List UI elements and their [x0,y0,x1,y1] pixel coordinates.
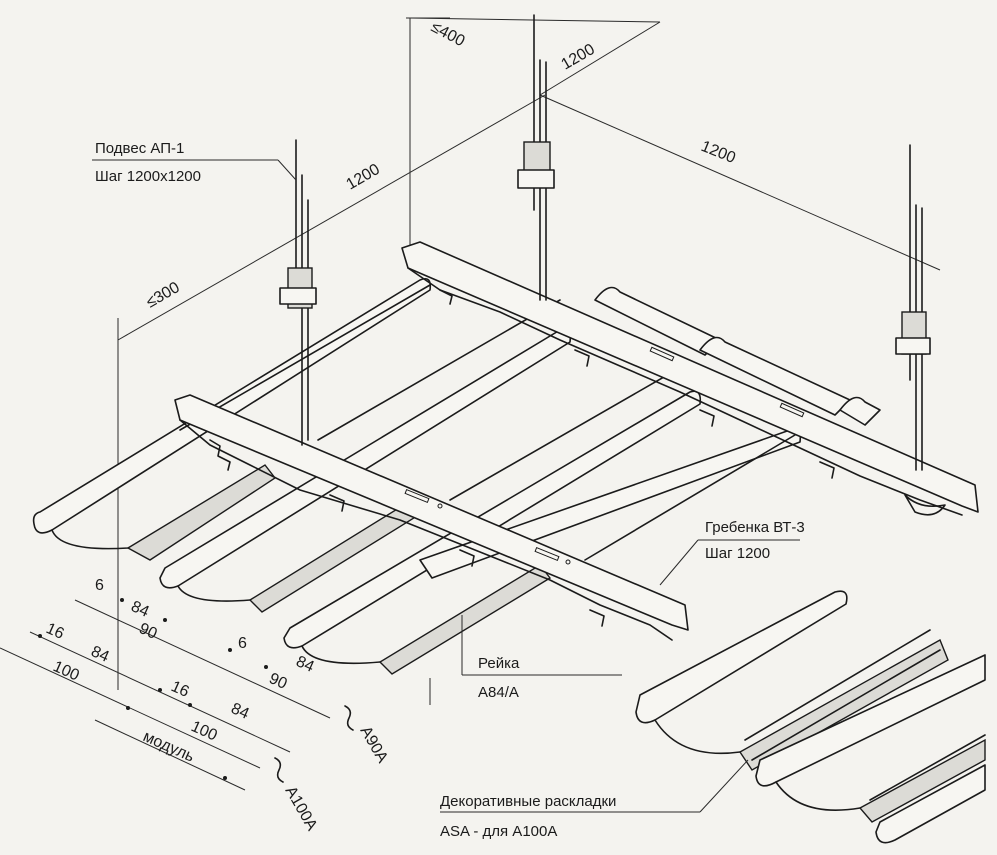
rail-name-label: Рейка [478,655,520,672]
bottom-dimension-lines [0,598,431,791]
hanger-name-label: Подвес АП-1 [95,140,184,157]
dim-a100-gap-2: 16 [168,678,191,701]
hanger-step-label: Шаг 1200х1200 [95,168,201,185]
decor-name-label: Декоративные раскладки [440,793,616,810]
dim-a100-module-1: 100 [50,658,81,684]
dim-a100-module-2: 100 [188,718,219,744]
dim-span-left: 1200 [344,161,383,194]
dim-a100-width-1: 84 [88,643,111,666]
dim-a90-gap-1: 6 [95,577,104,594]
comb-name-label: Гребенка ВТ-3 [705,519,805,536]
dim-a100-group: А100А [282,784,321,834]
hangers [279,14,931,471]
dim-a90-group: А90А [357,724,391,767]
dim-span-top: 1200 [559,41,598,74]
dim-a90-module-2: 90 [266,670,289,693]
dim-span-right: 1200 [699,138,738,167]
dim-a100-gap-1: 16 [43,620,66,643]
dimension-lines [117,17,941,690]
dim-module-label: модуль [140,728,196,766]
ceiling-rails [32,277,881,675]
leader-lines [92,159,800,813]
dim-max-400: ≤400 [428,19,467,51]
comb-front [174,394,689,641]
dim-a100-width-2: 84 [228,700,251,723]
dim-a90-width-1: 84 [128,598,151,621]
decorative-inserts [635,590,986,844]
decor-model-label: ASA - для А100А [440,823,557,840]
comb-step-label: Шаг 1200 [705,545,770,562]
rail-model-label: А84/А [478,684,519,701]
dim-a90-width-2: 84 [293,653,316,676]
dim-a90-gap-2: 6 [238,635,247,652]
dim-a90-module-1: 90 [136,620,159,643]
comb-back [401,241,979,516]
